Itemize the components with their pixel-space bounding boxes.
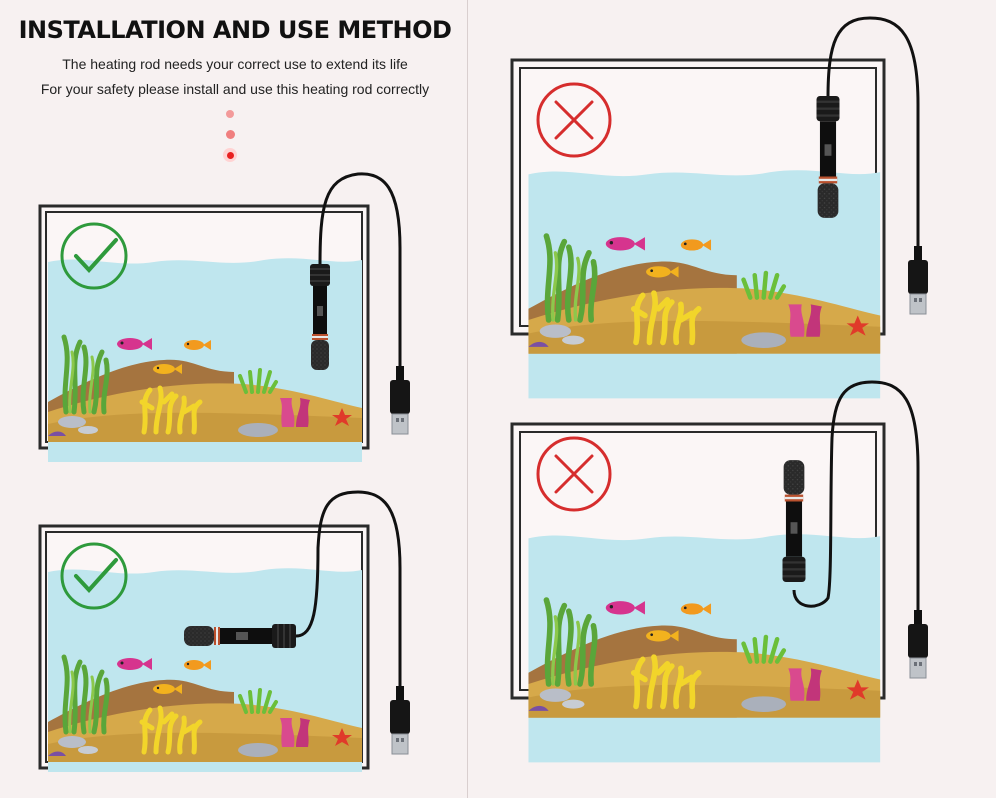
- check-icon: [60, 542, 128, 610]
- panel-upside-down-wrong: [510, 378, 950, 763]
- x-icon: [536, 436, 612, 512]
- progress-dot-1: [226, 110, 234, 118]
- panel-vertical-correct: [38, 168, 411, 462]
- x-icon: [536, 82, 612, 158]
- progress-dot-2: [226, 130, 235, 139]
- panel-above-water-wrong: [510, 14, 950, 399]
- page-title: INSTALLATION AND USE METHOD: [18, 16, 452, 44]
- subtitle-safety: For your safety please install and use t…: [40, 81, 430, 97]
- progress-dot-3-core: [227, 152, 234, 159]
- center-divider: [467, 0, 468, 798]
- subtitle-life: The heating rod needs your correct use t…: [62, 56, 408, 72]
- check-icon: [60, 222, 128, 290]
- panel-horizontal-correct: [38, 488, 411, 773]
